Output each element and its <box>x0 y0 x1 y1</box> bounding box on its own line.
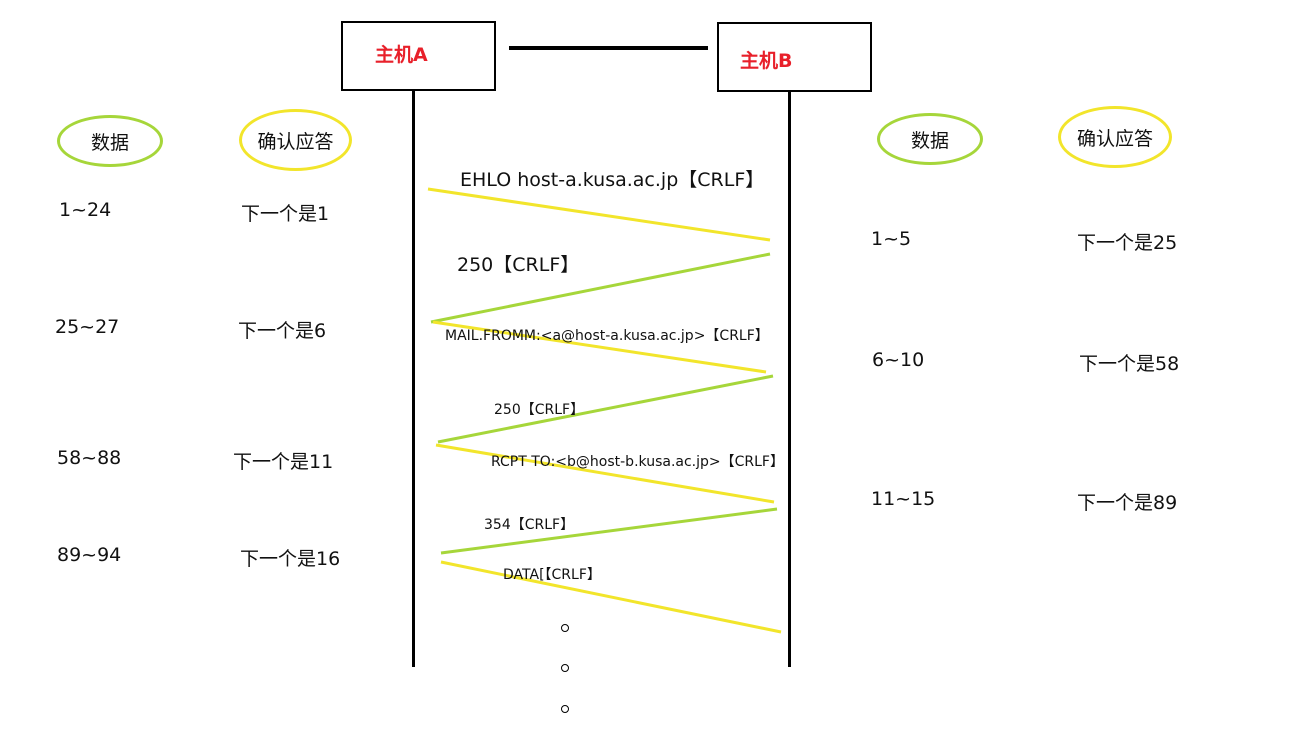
message-line-250-second <box>437 374 774 444</box>
left-row-ack: 下一个是16 <box>240 548 341 570</box>
message-line-354 <box>440 507 778 555</box>
left-data-header: 数据 <box>57 115 163 167</box>
right-row-data: 1~5 <box>871 228 912 250</box>
left-row-ack: 下一个是11 <box>233 451 334 473</box>
host-a-lifeline <box>412 91 415 667</box>
host-b-lifeline <box>788 92 791 667</box>
left-row-data: 1~24 <box>59 199 112 221</box>
message-label-data: DATA[【CRLF】 <box>503 567 601 583</box>
right-row-ack: 下一个是25 <box>1077 232 1178 254</box>
message-label-250-first: 250【CRLF】 <box>457 254 580 276</box>
message-label-rcpt-to: RCPT TO:<b@host-b.kusa.ac.jp>【CRLF】 <box>491 454 784 470</box>
message-line-250-first <box>430 252 771 324</box>
left-data-header-label: 数据 <box>90 131 129 154</box>
message-label-ehlo: EHLO host-a.kusa.ac.jp【CRLF】 <box>460 169 765 191</box>
right-row-data: 6~10 <box>872 349 925 371</box>
message-label-mail-from: MAIL.FROMM:<a@host-a.kusa.ac.jp>【CRLF】 <box>445 328 769 344</box>
host-a-label: 主机A <box>375 44 428 66</box>
message-label-354: 354【CRLF】 <box>484 517 575 533</box>
message-line-mail-from <box>432 320 767 374</box>
right-ack-header-label: 确认应答 <box>1076 127 1153 150</box>
continuation-dot <box>561 705 569 713</box>
host-a-box <box>341 21 496 91</box>
right-row-data: 11~15 <box>871 488 936 510</box>
left-row-ack: 下一个是1 <box>241 203 330 225</box>
continuation-dot <box>561 624 569 632</box>
continuation-dot <box>561 664 569 672</box>
right-ack-header: 确认应答 <box>1058 106 1172 168</box>
message-line-data <box>440 560 782 634</box>
right-row-ack: 下一个是89 <box>1077 492 1178 514</box>
left-ack-header: 确认应答 <box>239 109 352 171</box>
right-data-header: 数据 <box>877 113 983 165</box>
message-line-rcpt-to <box>435 443 775 504</box>
right-row-ack: 下一个是58 <box>1079 353 1180 375</box>
message-label-250-second: 250【CRLF】 <box>494 402 585 418</box>
right-data-header-label: 数据 <box>910 129 949 152</box>
host-connector-line <box>509 46 708 50</box>
left-row-data: 58~88 <box>57 447 122 469</box>
host-b-box <box>717 22 872 92</box>
left-ack-header-label: 确认应答 <box>257 130 334 153</box>
left-row-ack: 下一个是6 <box>238 320 327 342</box>
left-row-data: 89~94 <box>57 544 122 566</box>
host-b-label: 主机B <box>740 50 793 72</box>
left-row-data: 25~27 <box>55 316 120 338</box>
message-line-ehlo <box>427 187 771 242</box>
